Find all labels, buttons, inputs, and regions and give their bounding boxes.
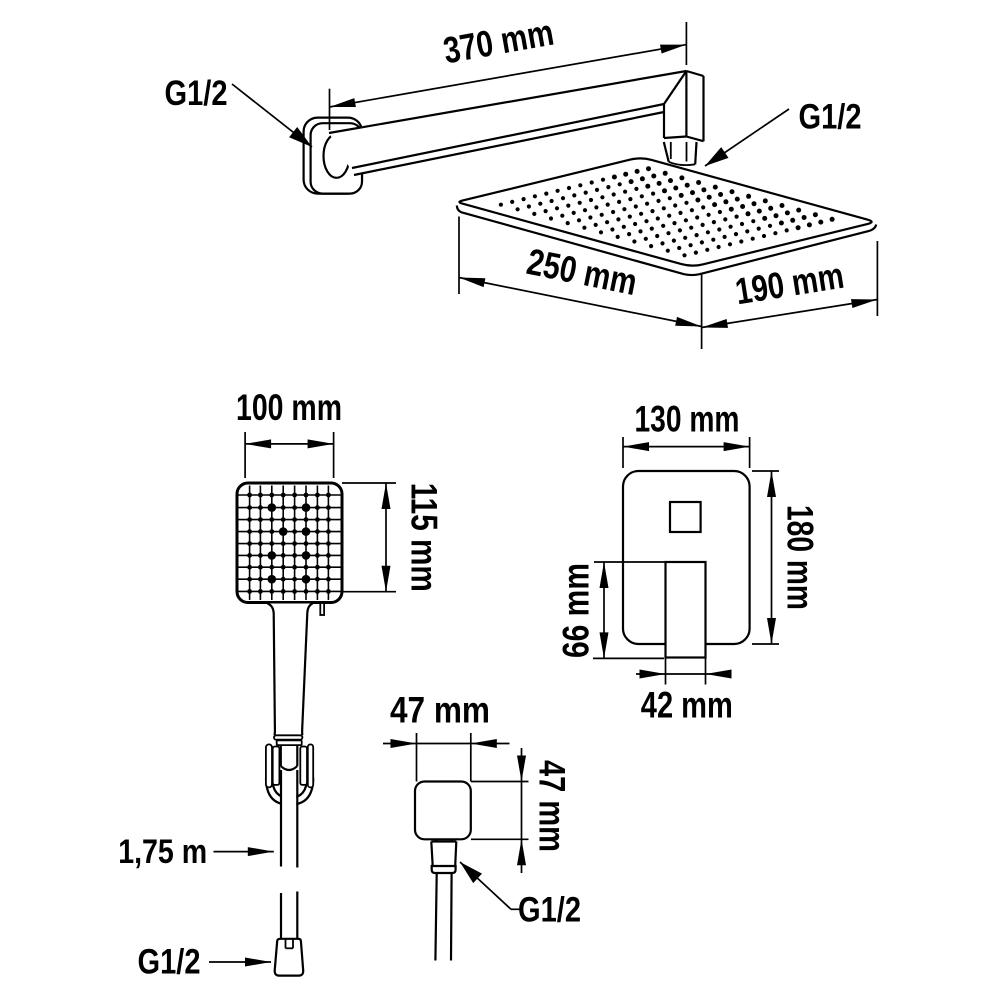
svg-text:115 mm: 115 mm	[404, 483, 445, 592]
svg-text:1,75 m: 1,75 m	[118, 833, 207, 871]
svg-text:G1/2: G1/2	[138, 943, 201, 982]
svg-text:G1/2: G1/2	[518, 891, 581, 930]
svg-text:180 mm: 180 mm	[780, 505, 821, 610]
svg-text:47 mm: 47 mm	[390, 690, 490, 731]
svg-text:47 mm: 47 mm	[532, 760, 573, 852]
svg-text:130 mm: 130 mm	[635, 399, 740, 440]
svg-text:G1/2: G1/2	[165, 74, 228, 113]
svg-text:100 mm: 100 mm	[236, 387, 342, 428]
svg-text:42 mm: 42 mm	[641, 685, 733, 726]
svg-text:66 mm: 66 mm	[556, 563, 597, 658]
svg-text:G1/2: G1/2	[799, 98, 862, 137]
